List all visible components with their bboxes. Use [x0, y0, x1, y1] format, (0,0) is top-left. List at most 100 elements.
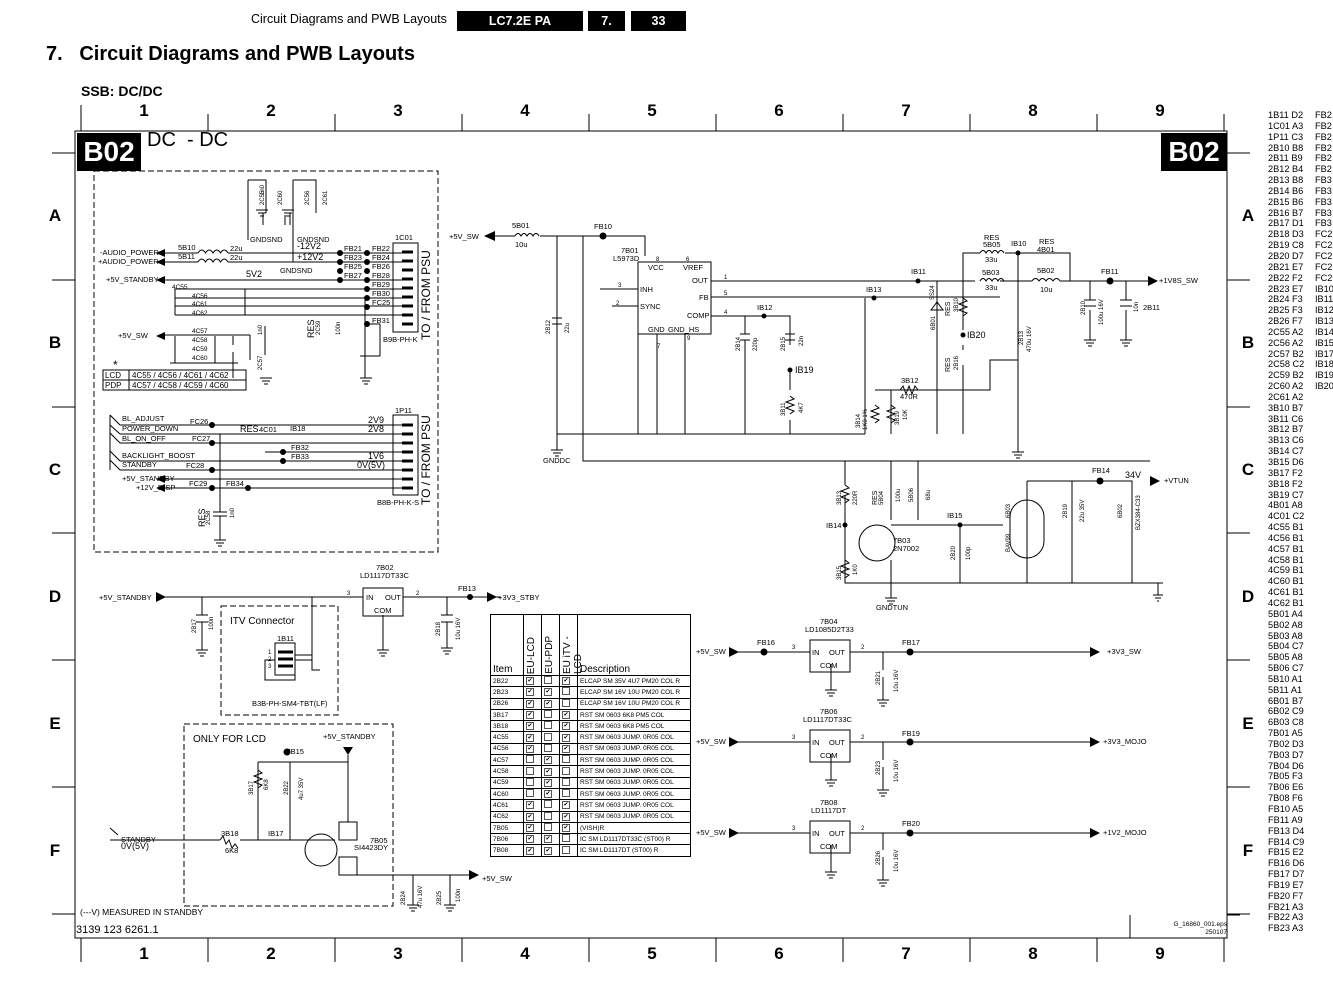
pin-fb: FB	[699, 293, 709, 302]
checked-box-icon: ✔	[562, 801, 570, 810]
bom-cell-eu_lcd: ✔	[523, 799, 542, 812]
grid-col-6: 6	[774, 101, 784, 120]
sig-12v-disp: +12V_DISP	[136, 483, 175, 492]
ib20: IB20	[967, 330, 986, 340]
checked-box-icon: ✔	[544, 835, 552, 844]
bom-cell-eu_pdp	[541, 821, 560, 835]
bom-cell-eu_lcd: ✔	[523, 720, 542, 733]
itv-pin-1: 1	[268, 650, 272, 656]
bom-col-description: Description	[577, 614, 691, 676]
ldo2-pin-num-in: 3	[792, 735, 796, 741]
sheet-subtitle: SSB: DC/DC	[81, 83, 163, 99]
val-5b01: 10u	[515, 240, 528, 249]
diode-6b01: 6B01	[931, 315, 937, 330]
grid-row-A: A	[1241, 206, 1255, 225]
grid-col-2: 2	[266, 101, 276, 120]
to-from-psu-2: TO / FROM PSU	[419, 415, 433, 505]
res-3b13-val: 220R	[853, 490, 859, 505]
location-index-entry: 2B10 B8	[1268, 142, 1304, 153]
bom-item: 3B17	[490, 708, 524, 722]
grid-col-9: 9	[1155, 944, 1165, 963]
jumper-4c57: 4C57	[192, 328, 208, 335]
unchecked-box-icon	[526, 789, 534, 798]
cap-2b25: 2B25	[437, 890, 443, 905]
bom-description: RST SM 0603 JUMP. 0R05 COL	[577, 776, 691, 789]
checked-box-icon: ✔	[526, 824, 534, 832]
part-7b05: SI4423DY	[354, 843, 388, 852]
ib13: IB13	[866, 285, 881, 294]
bom-description: (VISH)R	[577, 821, 691, 835]
bom-cell-eu_lcd: ✔	[523, 697, 542, 710]
location-index-entry: 2B13 B8	[1268, 175, 1304, 186]
unchecked-box-icon	[544, 800, 552, 809]
checked-box-icon: ✔	[526, 699, 534, 708]
location-index-entry: 2B25 F3	[1268, 305, 1303, 316]
pin-out-7b02: OUT	[385, 593, 401, 602]
pin-com-7b02: COM	[374, 606, 392, 615]
location-index-entry: 3B19 C7	[1268, 489, 1304, 500]
bom-description: RST SM 0603 6K8 PM5 COL	[577, 708, 691, 722]
schottky-6b01	[930, 301, 944, 311]
location-index-entry: FB11 A9	[1268, 814, 1303, 825]
unchecked-box-icon	[526, 777, 534, 786]
ldo3-cap-val: 10u 16V	[894, 850, 900, 872]
location-index-entry: 5B03 A8	[1268, 630, 1303, 641]
checked-box-icon: ✔	[526, 711, 534, 720]
val-5b11: 22u	[230, 253, 243, 262]
fb34: FB34	[226, 479, 244, 488]
net-5v-standby-ldo: +5V_STANDBY	[99, 593, 152, 602]
bom-item: 4C57	[490, 754, 524, 767]
checked-box-icon: ✔	[562, 677, 570, 686]
bom-row: 4C59✔RST SM 0603 JUMP. 0R05 COL	[490, 776, 691, 789]
sig-bl-adjust: BL_ADJUST	[122, 414, 165, 423]
res-3b15-val: 1K0	[853, 564, 859, 575]
location-index-entry: 2B16 B7	[1268, 207, 1304, 218]
bom-description: ELCAP SM 16V 10U PM20 COL R	[577, 697, 691, 710]
location-index-entry: 2B18 D3	[1268, 229, 1304, 240]
part-1p11: B8B-PH-K-S	[377, 498, 419, 507]
bom-cell-eu_pdp	[541, 708, 560, 722]
bom-col-eu-itv: EU iTV - LCD	[562, 636, 584, 674]
grid-row-F: F	[1242, 841, 1254, 860]
ref-1b11: 1B11	[277, 634, 294, 643]
ldo3-pin-out: OUT	[829, 829, 845, 838]
location-index-entry-col2: FC2	[1315, 250, 1333, 261]
location-index-entry-col2: FB2	[1315, 142, 1332, 153]
location-index-entry: 7B03 D7	[1268, 749, 1304, 760]
bom-cell-eu_itv: ✔	[559, 742, 578, 756]
location-index-entry: 5B06 C7	[1268, 663, 1304, 674]
res-3b17-val: 6K8	[264, 779, 270, 790]
diode-bav99: BAV99	[1006, 533, 1012, 552]
fb21: FB21	[344, 244, 362, 253]
ldo1-ref: 7B04	[820, 617, 838, 626]
location-index-entry-col2: FC2	[1315, 261, 1333, 272]
vtun-voltage: 34V	[1125, 470, 1141, 480]
pin-num-inh: 3	[618, 283, 622, 289]
grid-col-3: 3	[393, 944, 403, 963]
unchecked-box-icon	[562, 766, 570, 775]
bom-row: 7B08✔✔IC SM LD1117DT (ST00) R	[490, 844, 691, 857]
variant-pdp-parts: 4C57 / 4C58 / 4C59 / 4C60	[132, 381, 229, 390]
pin-num-fb: 5	[724, 291, 728, 297]
inductor-5b10-5b11	[197, 249, 229, 263]
unchecked-box-icon	[562, 698, 570, 707]
fc29: FC29	[189, 479, 207, 488]
location-index-entry-col2: IB19	[1315, 370, 1333, 381]
location-index-entry-col2: IB10	[1315, 283, 1333, 294]
ldo2-cap: 2B23	[876, 760, 882, 775]
checked-box-icon: ✔	[526, 722, 534, 731]
sheet-badge-left: B02	[77, 133, 141, 171]
location-index-entry: 5B11 A1	[1268, 684, 1303, 695]
bom-row: 2B26✔✔ELCAP SM 16V 10U PM20 COL R	[490, 697, 691, 710]
ref-5b02: 5B02	[1037, 266, 1055, 275]
ldo3-fb-out: FB20	[902, 819, 920, 828]
junction-dots-1c01	[337, 250, 370, 327]
pin-num-vref: 6	[686, 257, 690, 263]
ldo1-part: LD1085D2T33	[805, 625, 854, 634]
location-index-entry: 4C56 B1	[1268, 532, 1304, 543]
ref-7b03: 7B03	[893, 536, 911, 545]
location-index-entry: 4C62 B1	[1268, 597, 1304, 608]
bom-cell-eu_itv	[559, 697, 578, 710]
bom-description: RST SM 0603 JUMP. 0R05 COL	[577, 742, 691, 756]
